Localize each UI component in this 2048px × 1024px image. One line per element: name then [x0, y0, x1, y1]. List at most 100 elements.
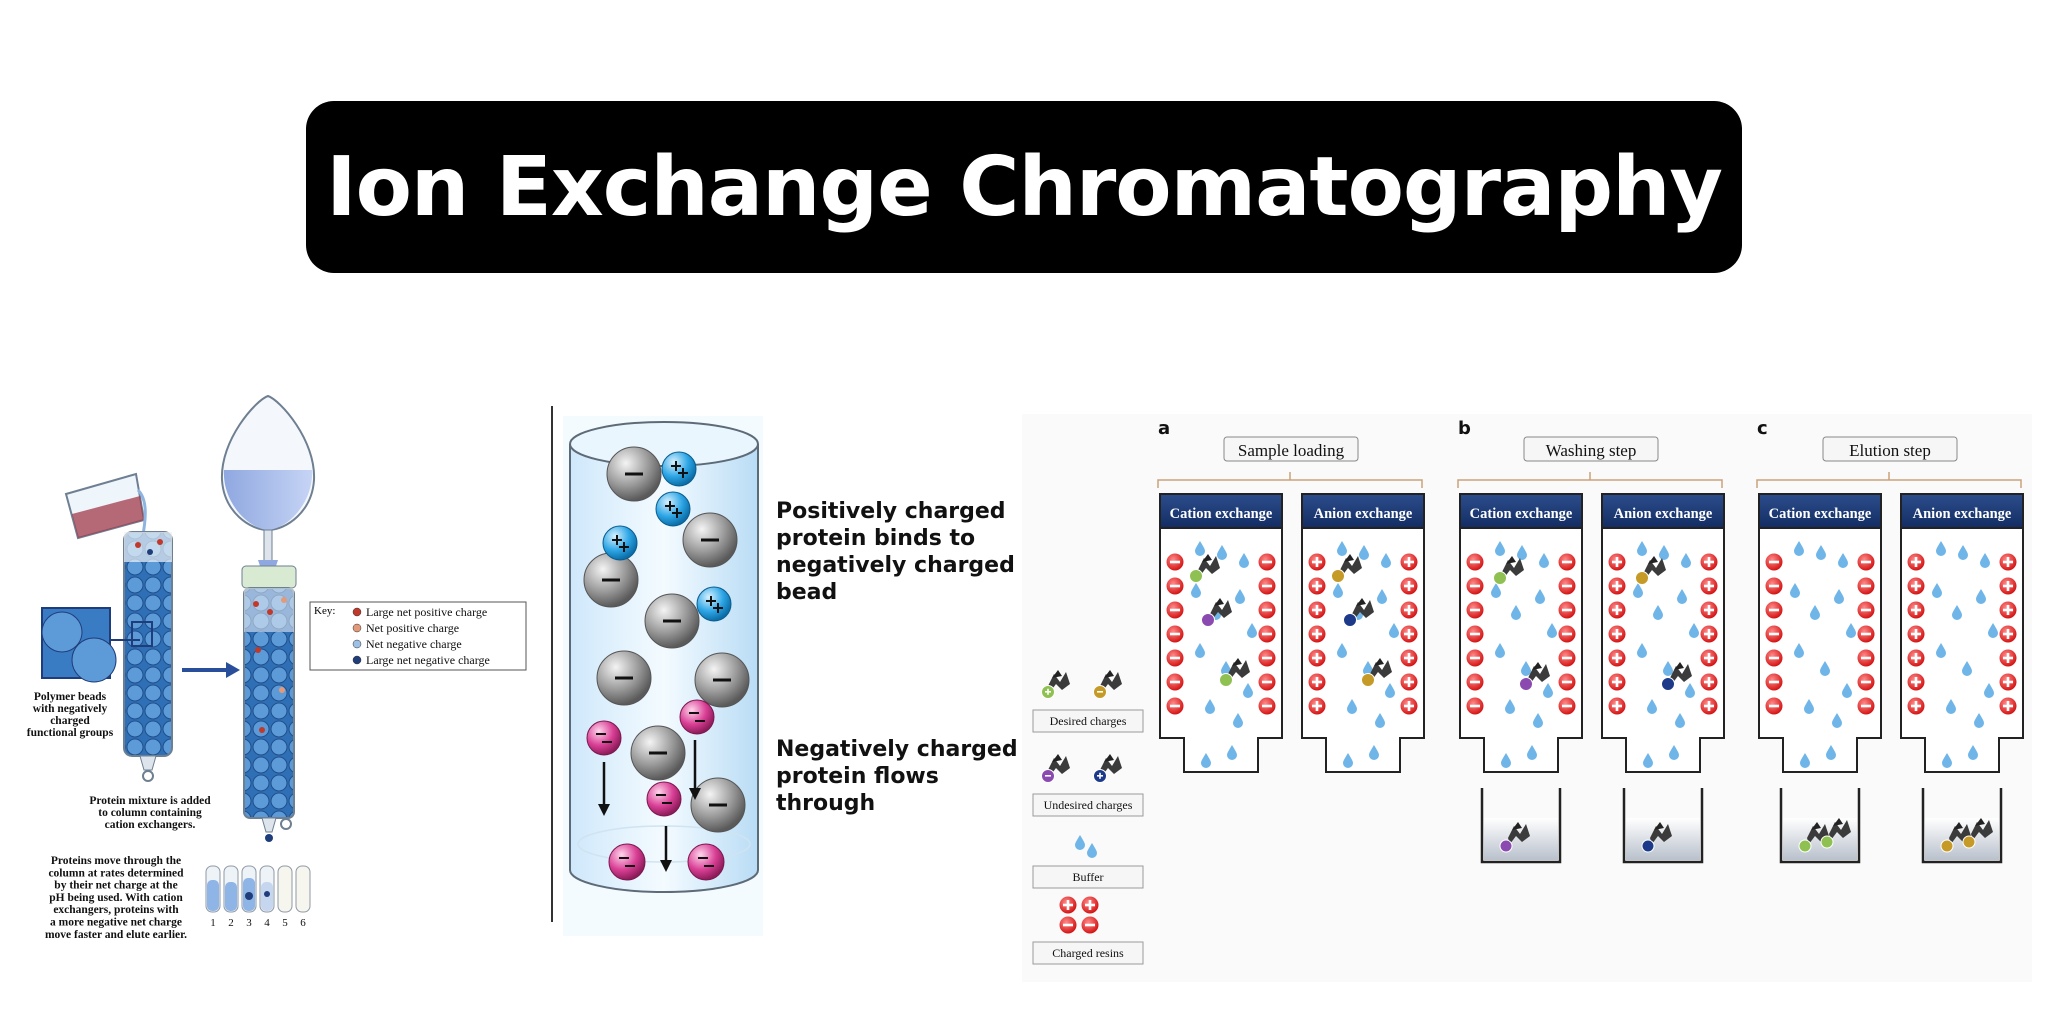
positive-protein-icon [661, 451, 697, 487]
column-header: Cation exchange [1769, 506, 1872, 522]
resin-icon [1558, 697, 1576, 715]
resin-icon [1907, 601, 1925, 619]
negative-bead-icon [596, 650, 652, 706]
resin-icon [1308, 577, 1326, 595]
key-item-label: Large net negative charge [366, 653, 490, 667]
resin-icon [1558, 553, 1576, 571]
resin-icon [1857, 673, 1875, 691]
resin-icon [1308, 553, 1326, 571]
key-title: Key: [314, 605, 335, 617]
resin-icon [1999, 649, 2017, 667]
resin-icon [1857, 601, 1875, 619]
resin-icon [1857, 697, 1875, 715]
resin-icon [1308, 697, 1326, 715]
resin-icon [1466, 577, 1484, 595]
resin-icon [1166, 625, 1184, 643]
key-swatch [352, 607, 362, 617]
step-title: Sample loading [1238, 441, 1345, 460]
resin-icon [1258, 697, 1276, 715]
resin-icon [1700, 673, 1718, 691]
step-title-box [1822, 436, 1958, 462]
column-header: Cation exchange [1170, 506, 1273, 522]
tube-number: 4 [264, 917, 270, 929]
column-before-icon [123, 531, 173, 782]
cation-exchange-column: Cation exchange [1758, 493, 1882, 864]
resin-icon [1907, 577, 1925, 595]
tube-number: 2 [228, 917, 234, 929]
resin-plus-icon [1059, 896, 1077, 914]
resin-icon [1857, 649, 1875, 667]
caption-line: charged [50, 715, 90, 727]
resin-icon [1166, 649, 1184, 667]
collection-cup-icon [1921, 788, 2003, 864]
beaker-icon [64, 472, 147, 541]
resin-minus-icon [1081, 916, 1099, 934]
resin-icon [1999, 697, 2017, 715]
resin-icon [1907, 625, 1925, 643]
resin-icon [1466, 697, 1484, 715]
resin-icon [1700, 625, 1718, 643]
resin-icon [1258, 553, 1276, 571]
resin-icon [1700, 649, 1718, 667]
negative-protein-icon [586, 720, 622, 756]
caption-line: functional groups [27, 727, 114, 739]
resin-icon [1765, 673, 1783, 691]
negative-bead-icon [606, 446, 662, 502]
positive-protein-icon [696, 586, 732, 622]
tube-number: 1 [210, 917, 216, 929]
tube-number: 3 [246, 917, 252, 929]
resin-icon [1608, 673, 1626, 691]
label-line: negatively charged [776, 553, 1015, 578]
legend-label: Undesired charges [1044, 798, 1133, 812]
column-after-icon [241, 565, 297, 842]
resin-icon [1400, 577, 1418, 595]
negative-bead-icon [630, 725, 686, 781]
title-banner: Ion Exchange Chromatography [306, 101, 1742, 273]
resin-icon [1907, 553, 1925, 571]
resin-icon [1308, 601, 1326, 619]
step-letter: c [1757, 418, 1768, 439]
resin-icon [1999, 577, 2017, 595]
anion-exchange-column: Anion exchange [1301, 493, 1425, 773]
key-item-label: Net negative charge [366, 637, 462, 651]
resin-icon [1765, 625, 1783, 643]
resin-icon [1400, 553, 1418, 571]
positive-protein-icon [602, 525, 638, 561]
cation-exchange-column: Cation exchange [1459, 493, 1583, 864]
arrow-icon [182, 662, 240, 678]
negative-protein-icon [679, 699, 715, 735]
tube-number: 5 [282, 917, 288, 929]
resin-icon [1166, 697, 1184, 715]
caption-line: to column containing [98, 807, 202, 819]
resin-icon [1765, 601, 1783, 619]
label-line: through [776, 791, 875, 816]
resin-icon [1558, 601, 1576, 619]
resin-icon [1258, 601, 1276, 619]
resin-icon [1166, 553, 1184, 571]
caption-line: Polymer beads [34, 691, 107, 703]
resin-icon [1558, 649, 1576, 667]
key-swatch [352, 655, 362, 665]
resin-icon [1765, 553, 1783, 571]
page-title: Ion Exchange Chromatography [326, 139, 1723, 235]
key-swatch [352, 639, 362, 649]
resin-icon [1258, 577, 1276, 595]
resin-minus-icon [1059, 916, 1077, 934]
resin-icon [1999, 601, 2017, 619]
resin-icon [1608, 697, 1626, 715]
separatory-funnel-icon [220, 394, 316, 590]
negative-bead-icon [690, 777, 746, 833]
caption-line: exchangers, proteins with [53, 904, 179, 916]
resin-icon [1999, 625, 2017, 643]
resin-icon [1907, 697, 1925, 715]
caption-line: cation exchangers. [105, 819, 196, 831]
bead-zoom-icon [41, 607, 153, 683]
resin-icon [1558, 625, 1576, 643]
resin-icon [1700, 697, 1718, 715]
